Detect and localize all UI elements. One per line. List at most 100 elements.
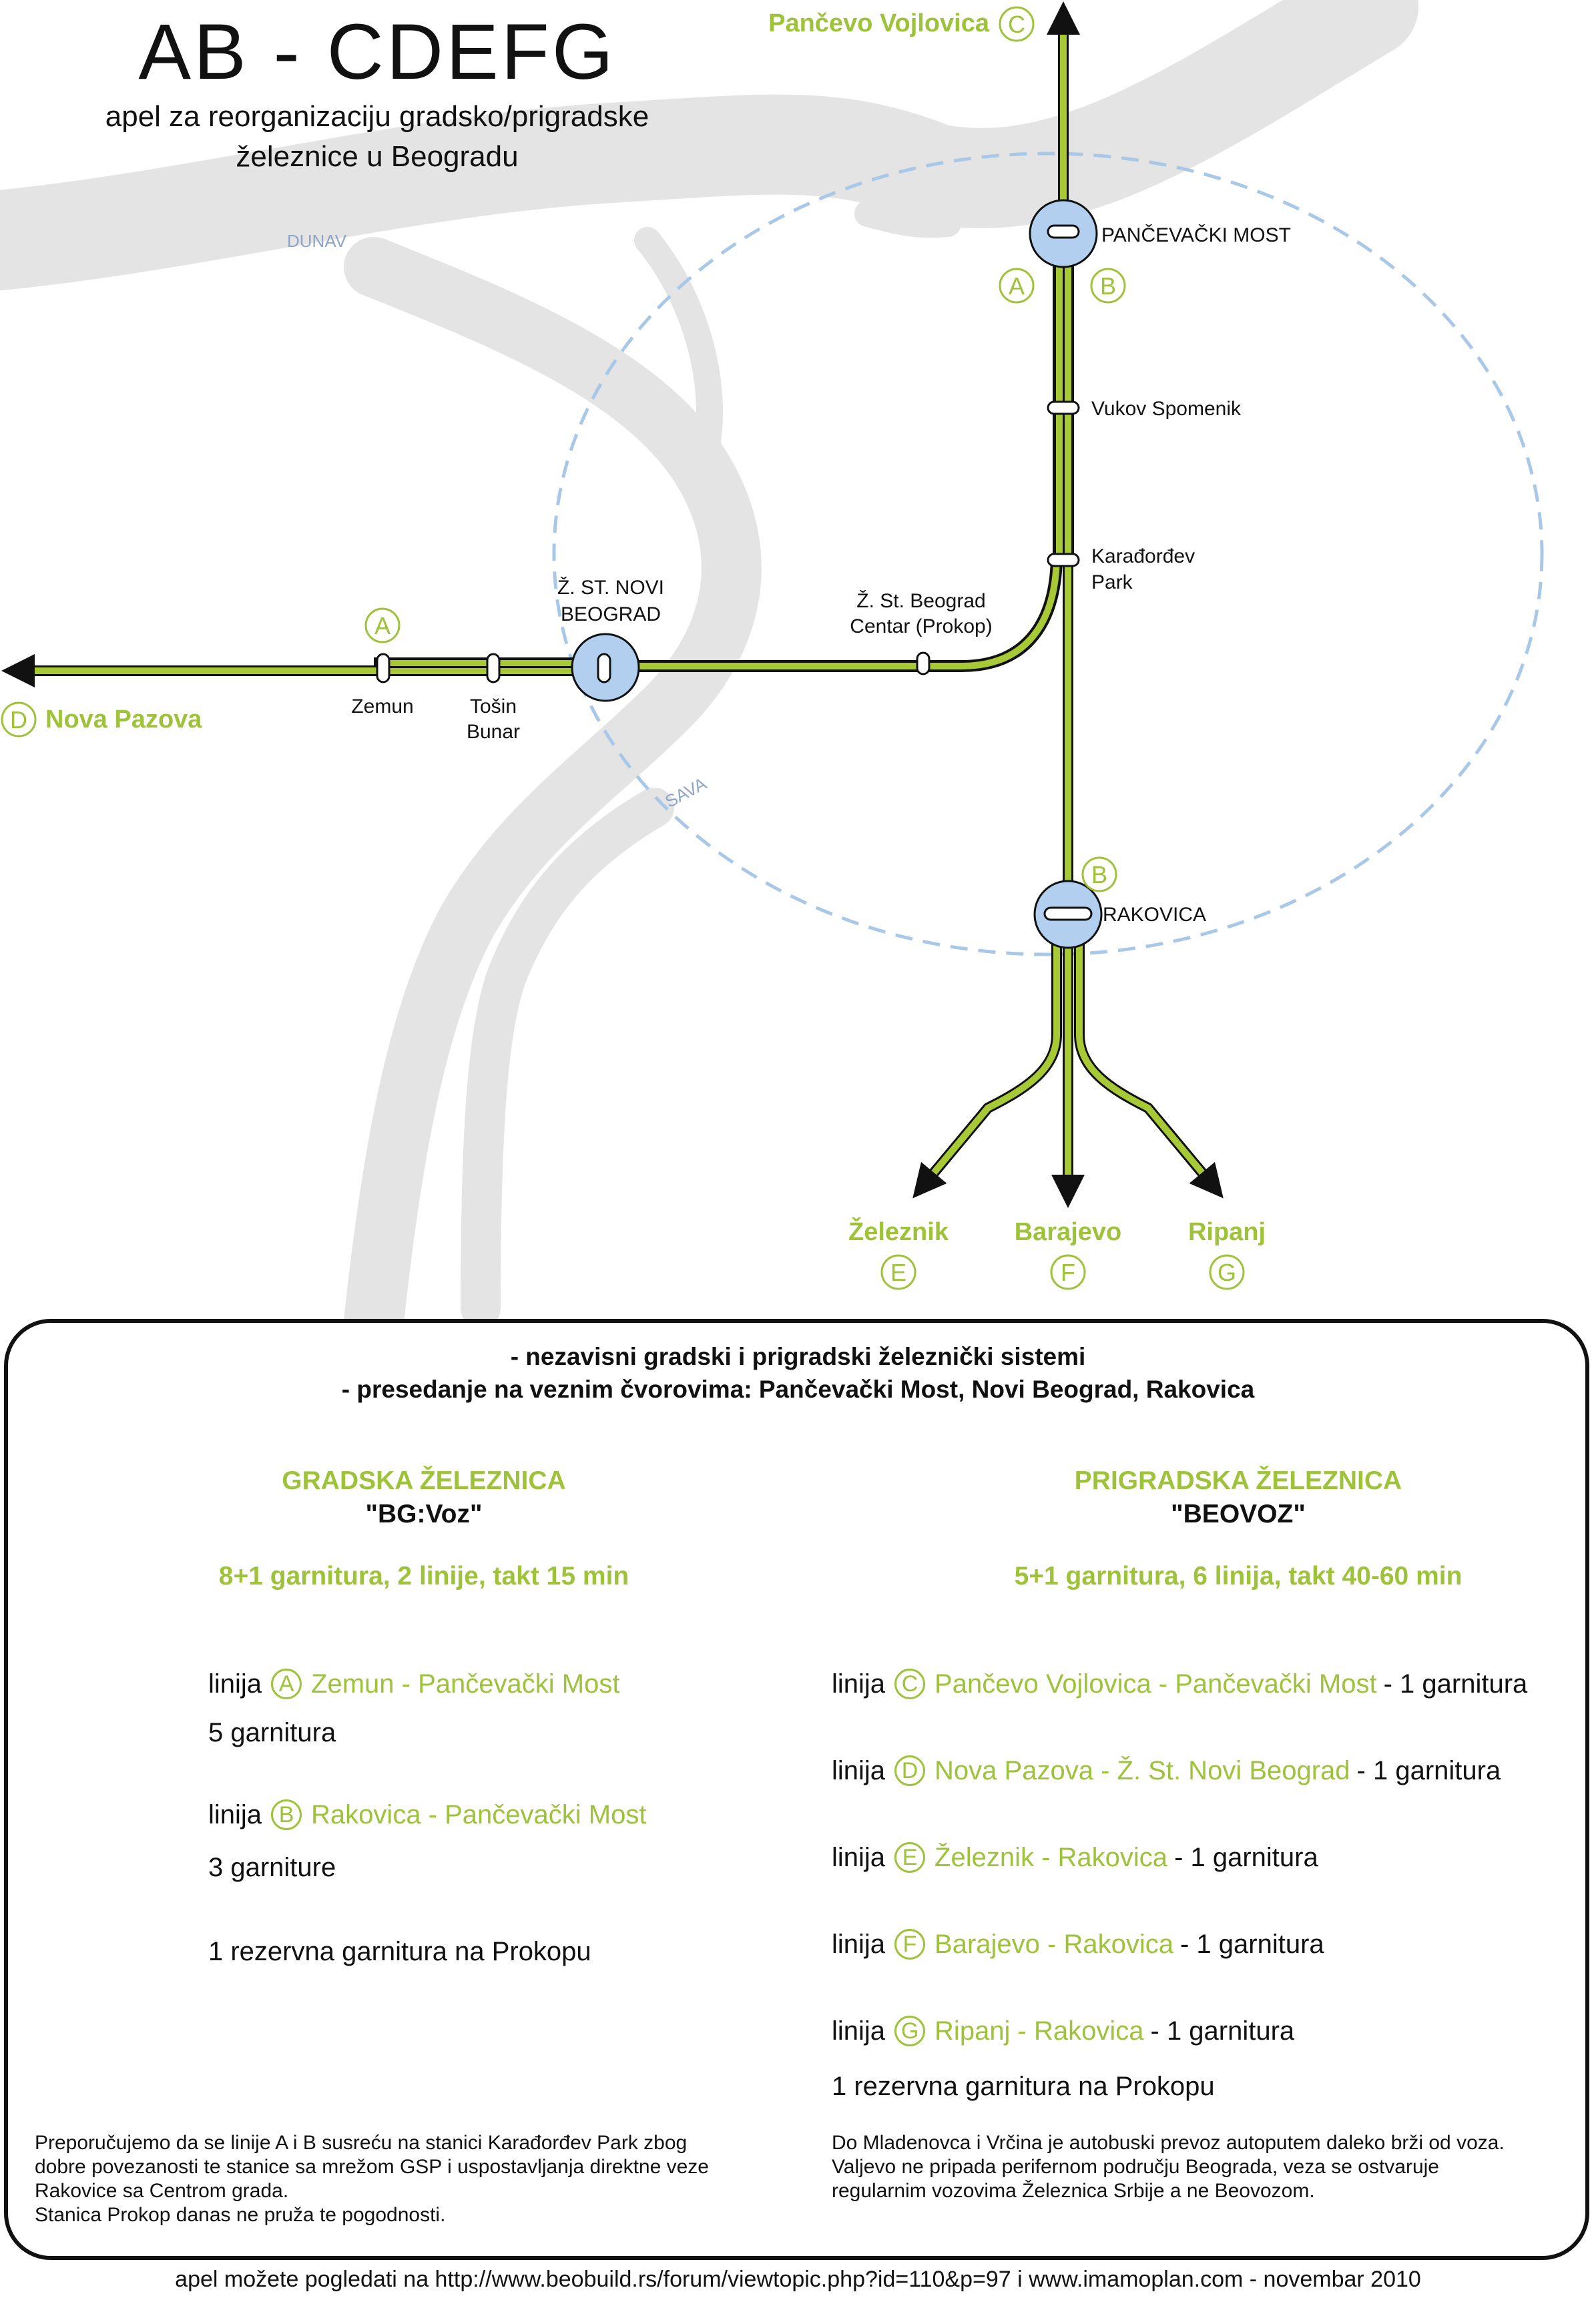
river-dunav: [0, 0, 1418, 290]
station-rakovica[interactable]: [1043, 906, 1093, 921]
line-f-badge: F: [894, 1929, 926, 1960]
line-d-badge: D: [894, 1755, 926, 1786]
river-label-sava: SAVA: [661, 773, 710, 812]
line-d-route: Nova Pazova - Ž. St. Novi Beograd: [935, 1755, 1350, 1785]
prigradska-line-f: linija F Barajevo - Rakovica - 1 garnitu…: [832, 1929, 1324, 1960]
line-word: linija: [208, 1799, 262, 1829]
terminal-ripanj: Ripanj: [1188, 1218, 1266, 1246]
label-pancevacki-most: PANČEVAČKI MOST: [1101, 224, 1291, 246]
track-south-branches: [912, 914, 1224, 1208]
terminal-nova-pazova: Nova Pazova: [45, 705, 202, 734]
note-left-line: dobre povezanosti te stanice sa mrežom G…: [35, 2156, 709, 2178]
map-line-a-badge-west: [364, 607, 401, 643]
label-tosin-2: Bunar: [467, 721, 520, 743]
line-word: linija: [832, 2016, 886, 2046]
note-left: Preporučujemo da se linije A i B susreću…: [35, 2131, 709, 2227]
label-prokop-1: Ž. St. Beograd: [856, 590, 985, 612]
svg-text:A: A: [1009, 272, 1025, 300]
map-line-c-badge: [999, 6, 1035, 42]
note-right-line: Valjevo ne pripada perifernom području B…: [832, 2156, 1439, 2178]
map-line-b-badge-east: [1090, 268, 1126, 304]
line-word: linija: [832, 1842, 886, 1872]
line-b-count: 3 garniture: [208, 1853, 336, 1882]
svg-text:F: F: [1061, 1259, 1075, 1286]
line-e-count: - 1 garnitura: [1174, 1842, 1318, 1872]
line-word: linija: [832, 1669, 886, 1699]
prigradska-line-e: linija E Železnik - Rakovica - 1 garnitu…: [832, 1842, 1318, 1873]
footer-link-text: apel možete pogledati na http://www.beob…: [175, 2267, 1421, 2292]
line-g-route: Ripanj - Rakovica: [935, 2016, 1144, 2046]
station-novi-beograd[interactable]: [597, 653, 611, 683]
line-word: linija: [832, 1755, 886, 1785]
line-e-badge: E: [894, 1842, 926, 1873]
gradska-line-b: linija B Rakovica - Pančevački Most: [208, 1799, 646, 1830]
city-ring: [552, 152, 1544, 956]
line-f-count: - 1 garnitura: [1179, 1929, 1324, 1959]
intro-line-2: - presedanje na veznim čvorovima: Pančev…: [341, 1376, 1255, 1403]
line-g-badge: G: [894, 2016, 926, 2046]
svg-text:E: E: [890, 1259, 906, 1286]
svg-text:G: G: [1218, 1259, 1236, 1286]
note-right-line: regularnim vozovima Železnica Srbije a n…: [832, 2180, 1315, 2202]
intro-line-1: - nezavisni gradski i prigradski železni…: [510, 1343, 1086, 1370]
line-word: linija: [208, 1669, 262, 1699]
map-line-e-badge: [880, 1254, 916, 1290]
svg-text:A: A: [374, 612, 390, 639]
note-left-line: Preporučujemo da se linije A i B susreću…: [35, 2132, 688, 2154]
station-vukov-spomenik[interactable]: [1047, 400, 1080, 415]
line-f-route: Barajevo - Rakovica: [935, 1929, 1173, 1959]
prigradska-line-d: linija D Nova Pazova - Ž. St. Novi Beogr…: [832, 1755, 1501, 1786]
line-e-route: Železnik - Rakovica: [935, 1842, 1168, 1872]
station-zemun[interactable]: [376, 653, 390, 683]
line-g-count: - 1 garnitura: [1150, 2016, 1295, 2046]
label-tosin-1: Tošin: [470, 695, 517, 717]
line-a-route: Zemun - Pančevački Most: [311, 1669, 620, 1699]
gradska-title: GRADSKA ŽELEZNICA: [282, 1466, 566, 1495]
note-right-line: Do Mladenovca i Vrčina je autobuski prev…: [832, 2132, 1505, 2154]
prigradska-meta: 5+1 garnitura, 6 linija, takt 40-60 min: [1014, 1562, 1462, 1591]
prigradska-line-g: linija G Ripanj - Rakovica - 1 garnitura: [832, 2016, 1294, 2046]
label-vukov-spomenik: Vukov Spomenik: [1091, 398, 1242, 420]
line-a-count: 5 garnitura: [208, 1718, 336, 1747]
label-rakovica: RAKOVICA: [1103, 904, 1206, 926]
map-line-f-badge: [1050, 1254, 1086, 1290]
station-pancevacki-most[interactable]: [1047, 224, 1080, 239]
terminal-zeleznik: Železnik: [848, 1217, 949, 1246]
line-b-route: Rakovica - Pančevački Most: [311, 1799, 647, 1829]
line-c-count: - 1 garnitura: [1383, 1669, 1528, 1699]
map-line-a-badge-east: [999, 268, 1035, 304]
prigradska-name: "BEOVOZ": [1171, 1500, 1306, 1528]
station-prokop[interactable]: [916, 651, 930, 675]
gradska-line-a: linija A Zemun - Pančevački Most: [208, 1669, 619, 1699]
station-tosin-bunar[interactable]: [486, 653, 501, 683]
page-subtitle: apel za reorganizaciju gradsko/prigradsk…: [0, 97, 754, 177]
map-line-d-badge: [1, 701, 37, 738]
subtitle-line-2: železnice u Beogradu: [236, 140, 519, 173]
subtitle-line-1: apel za reorganizaciju gradsko/prigradsk…: [105, 100, 649, 133]
prigradska-title: PRIGRADSKA ŽELEZNICA: [1074, 1466, 1402, 1495]
terminal-pancevo: Pančevo Vojlovica: [768, 9, 990, 37]
line-a-badge: A: [271, 1669, 302, 1699]
svg-text:B: B: [1100, 272, 1116, 300]
map-line-g-badge: [1209, 1254, 1245, 1290]
note-left-line: Rakovice sa Centrom grada.: [35, 2180, 289, 2202]
page-title: AB - CDEFG: [138, 8, 616, 96]
label-novi-beograd-2: BEOGRAD: [561, 603, 661, 625]
river-sava: [344, 227, 762, 1322]
note-right: Do Mladenovca i Vrčina je autobuski prev…: [832, 2131, 1505, 2203]
svg-text:B: B: [1091, 861, 1107, 888]
gradska-name: "BG:Voz": [365, 1500, 483, 1528]
note-left-line: Stanica Prokop danas ne pruža te pogodno…: [35, 2204, 446, 2226]
prigradska-reserve: 1 rezervna garnitura na Prokopu: [832, 2072, 1215, 2101]
svg-text:C: C: [1008, 11, 1025, 38]
label-karadjordjev-park-1: Karađorđev: [1091, 545, 1195, 567]
label-novi-beograd-1: Ž. ST. NOVI: [557, 577, 664, 599]
gradska-reserve: 1 rezervna garnitura na Prokopu: [208, 1937, 591, 1966]
line-word: linija: [832, 1929, 886, 1959]
line-b-badge: B: [271, 1799, 302, 1830]
label-prokop-2: Centar (Prokop): [850, 615, 992, 637]
map-line-b-badge-rakovica: [1081, 856, 1117, 892]
rail-network-map: DUNAV SAVA A B: [0, 0, 1544, 1322]
station-karadjordjev-park[interactable]: [1047, 553, 1080, 567]
label-karadjordjev-park-2: Park: [1091, 571, 1133, 593]
